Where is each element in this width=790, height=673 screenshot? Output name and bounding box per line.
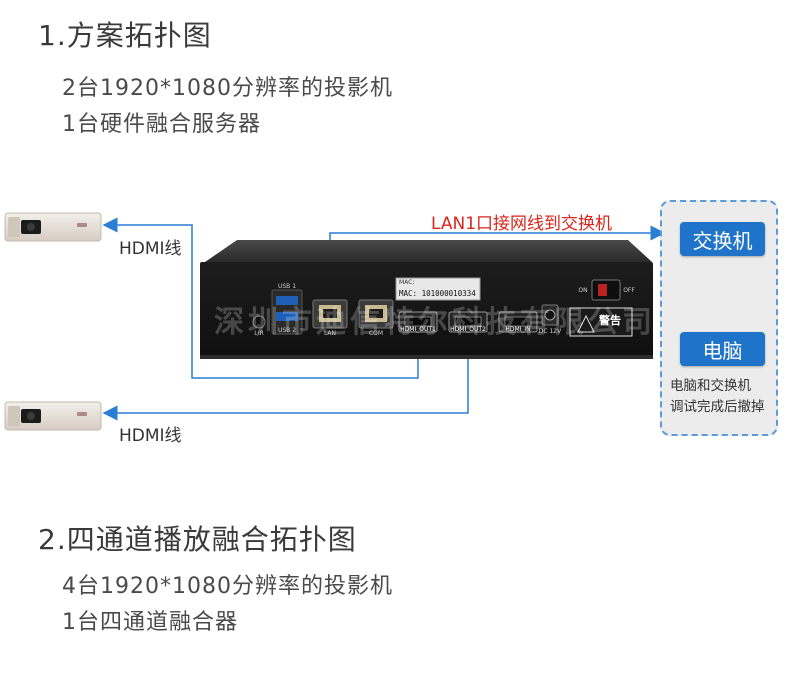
mac-value: MAC: 101000010334 — [399, 289, 476, 298]
hdmi-line-top — [102, 217, 419, 379]
projector-bottom — [4, 401, 102, 431]
section1-line-1: 2台1920*1080分辨率的投影机 — [62, 76, 393, 101]
hdmi-out2-label: HDMI_OUT2 — [450, 326, 486, 333]
usb1-label: USB 1 — [277, 283, 297, 290]
watermark-text: 深圳市迪信特尔科技有限公司 — [214, 305, 656, 340]
hdmi-in-label: HDMI_IN — [505, 326, 531, 333]
side-note-line-2: 调试完成后撤掉 — [670, 399, 765, 415]
lr-label: L/R — [254, 330, 264, 337]
lan-port-label: LAN — [323, 330, 337, 337]
section2-title: 2.四通道播放融合拓扑图 — [38, 523, 357, 556]
section1-title: 1.方案拓扑图 — [38, 19, 212, 52]
hdmi-out1-label: HDMI_OUT1 — [400, 326, 436, 333]
mac-title: MAC: — [399, 279, 415, 286]
hdmi-label-top: HDMI线 — [119, 239, 182, 259]
side-note: 电脑和交换机 调试完成后撤掉 — [670, 376, 776, 418]
section2-line-1: 4台1920*1080分辨率的投影机 — [62, 574, 393, 599]
lan-connection-label: LAN1口接网线到交换机 — [431, 214, 613, 234]
pc-box: 电脑 — [680, 332, 765, 366]
fusion-server — [200, 240, 653, 359]
off-label: OFF — [623, 287, 635, 294]
hdmi-label-bottom: HDMI线 — [119, 426, 182, 446]
dc-label: DC 12V — [538, 328, 562, 335]
switch-box: 交换机 — [680, 222, 765, 256]
on-label: ON — [578, 287, 588, 294]
warning-label: 警告 — [599, 314, 621, 327]
side-note-line-1: 电脑和交换机 — [670, 378, 751, 394]
projector-top — [4, 212, 102, 242]
com-port-label: COM — [368, 330, 384, 337]
usb2-label: USB 2 — [277, 327, 297, 334]
section2-line-2: 1台四通道融合器 — [62, 610, 238, 635]
section1-line-2: 1台硬件融合服务器 — [62, 112, 261, 137]
